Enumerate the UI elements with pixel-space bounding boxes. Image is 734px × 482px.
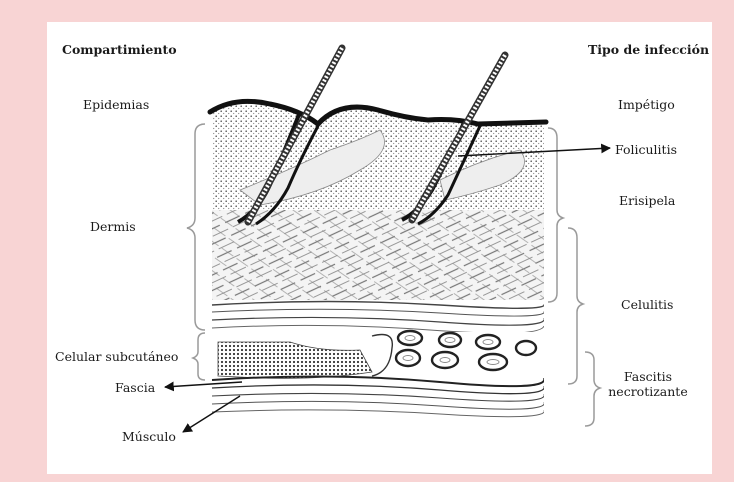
subcutaneous-brace xyxy=(193,333,205,380)
fasciitis-brace xyxy=(585,352,600,426)
muscle-arrow xyxy=(183,396,240,432)
fascia-arrow xyxy=(165,382,242,387)
epidermis-label: Epidemias xyxy=(83,97,149,112)
necrotizing-fasciitis-line1: Fascitis xyxy=(603,369,693,384)
necrotizing-fasciitis-line2: necrotizante xyxy=(603,384,693,399)
necrotizing-fasciitis-label: Fascitis necrotizante xyxy=(603,369,693,399)
erysipelas-label: Erisipela xyxy=(619,193,675,208)
infection-type-header: Tipo de infección xyxy=(588,42,709,57)
impetigo-label: Impétigo xyxy=(618,97,675,112)
compartment-header: Compartimiento xyxy=(62,42,177,57)
subcutaneous-label: Celular subcutáneo xyxy=(55,349,178,364)
cellulitis-label: Celulitis xyxy=(621,297,673,312)
erysipelas-brace xyxy=(548,128,563,302)
dermis-label: Dermis xyxy=(90,219,136,234)
folliculitis-label: Foliculitis xyxy=(615,142,677,157)
fascia-label: Fascia xyxy=(115,380,155,395)
muscle-label: Músculo xyxy=(122,429,176,444)
cellulitis-brace xyxy=(568,228,583,384)
dermis-brace xyxy=(187,124,205,330)
